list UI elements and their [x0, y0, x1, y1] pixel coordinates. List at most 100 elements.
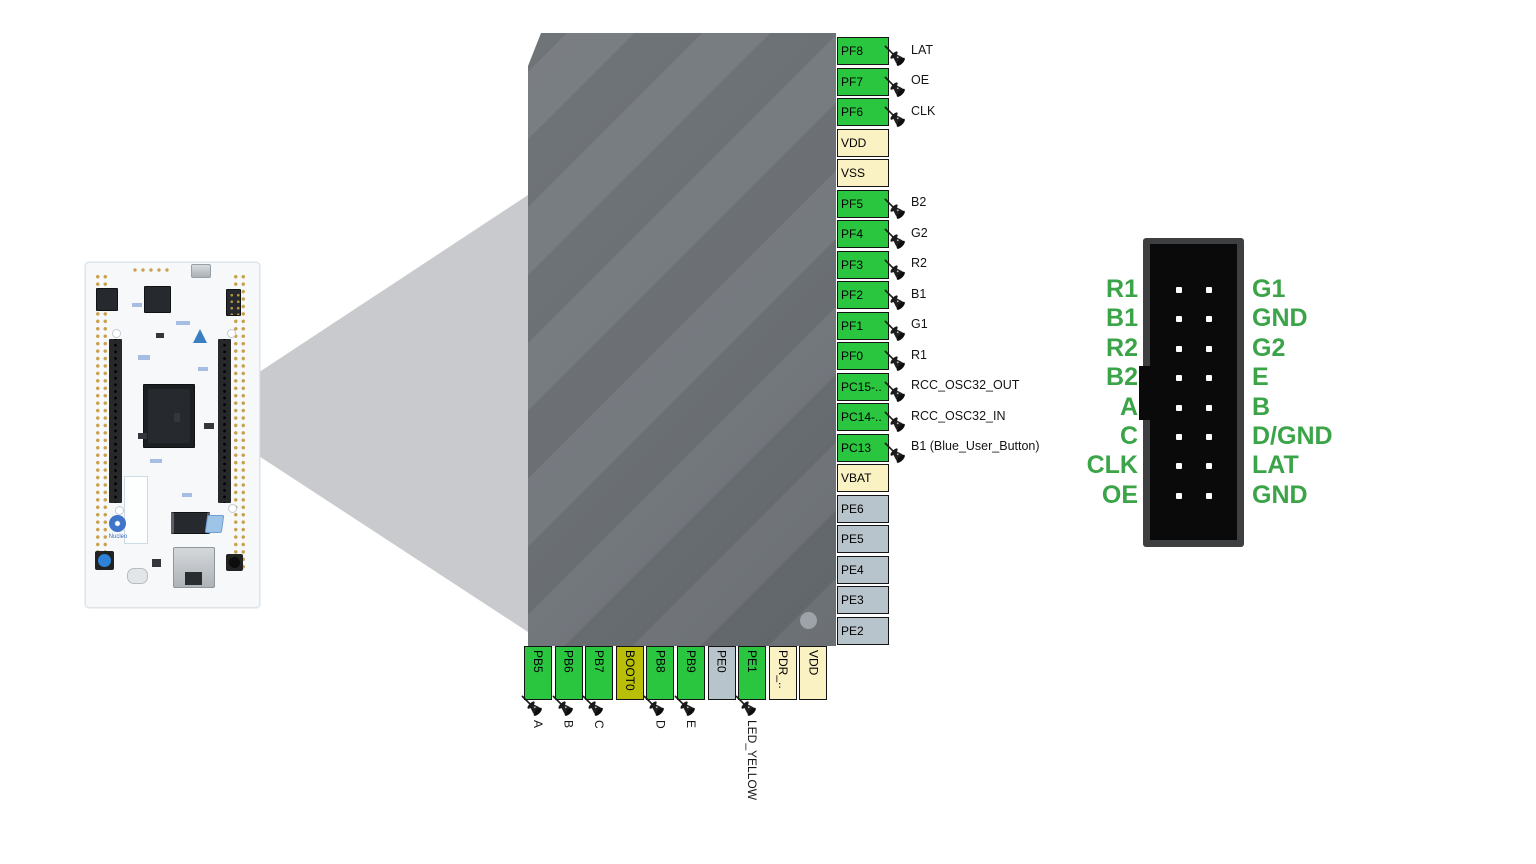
pin-id: PC14-..	[841, 410, 882, 424]
board-stlink-ic	[144, 286, 171, 313]
mcu-pin: PC14-.. RCC_OSC32_IN	[837, 403, 1005, 431]
board-right-socket-header	[218, 339, 231, 503]
pushpin-icon	[884, 320, 906, 342]
board-ethernet-jack	[173, 547, 215, 588]
pin-box: VSS	[837, 159, 889, 187]
pin-id: PE6	[841, 501, 864, 516]
pin-id: PF8	[841, 44, 864, 58]
board-mounting-hole	[115, 506, 124, 515]
board-smd-component	[138, 433, 147, 439]
pin-signal-label: B1	[911, 286, 927, 301]
idc-pin	[1206, 433, 1212, 440]
pin-signal-label: A	[531, 720, 545, 729]
board-reset-button	[226, 554, 243, 571]
pin-box: PF6	[837, 98, 889, 126]
pin-box: PF3	[837, 250, 889, 279]
pin-id: VBAT	[841, 471, 872, 485]
board-user-button	[95, 551, 114, 570]
pin-id: PC15-..	[841, 379, 882, 394]
pushpin-icon	[884, 259, 906, 281]
idc-pin	[1206, 345, 1212, 352]
pin-id: PF7	[841, 74, 864, 89]
pin-id: BOOT0	[622, 650, 637, 691]
pin-signal-label: G1	[911, 317, 928, 332]
pin-id: PE2	[841, 623, 864, 638]
board-ethernet-slot	[185, 572, 202, 585]
board-left-socket-header	[109, 339, 122, 503]
idc-pin	[1176, 433, 1182, 440]
board-right-header-holes	[230, 271, 245, 569]
board-silkscreen-mark	[176, 321, 190, 325]
board-debug-header	[226, 289, 241, 316]
pin-signal-label: RCC_OSC32_IN	[911, 408, 1006, 423]
pushpin-icon	[884, 228, 906, 250]
idc-signal-label: D/GND	[1252, 422, 1333, 451]
pushpin-icon	[521, 695, 543, 717]
board-st-logo	[204, 515, 225, 533]
board-left-header-holes	[92, 271, 107, 569]
pin-box: PF7	[837, 67, 889, 96]
pin-id: PB5	[531, 650, 545, 673]
pushpin-icon	[884, 198, 906, 220]
mcu-pin: PF5 B2	[837, 189, 926, 218]
idc-signal-label: GND	[1252, 304, 1308, 333]
board-silkscreen-mark	[198, 367, 208, 371]
board-mounting-hole	[227, 329, 236, 338]
board-silkscreen-mark	[138, 355, 150, 360]
idc-connector-body	[1150, 244, 1237, 540]
pin-box: PF4	[837, 220, 889, 248]
mcu-pin: VDD	[837, 128, 889, 157]
board-micro-usb-connector	[191, 264, 211, 278]
pin-id: PF2	[841, 288, 864, 302]
mcu-pin: VSS	[837, 159, 889, 187]
pin-signal-label: R1	[911, 347, 927, 362]
pin-id: PB6	[561, 650, 576, 673]
pin-box: PF0	[837, 342, 889, 370]
pin-id: PE4	[841, 562, 864, 577]
pin-box: VDD	[799, 646, 828, 700]
mcu-pin: PB7 C	[585, 646, 614, 729]
pin-id: PE0	[714, 650, 729, 673]
pin-box: PE3	[837, 586, 889, 614]
pushpin-icon	[582, 695, 604, 717]
pushpin-icon	[674, 695, 696, 717]
idc-pin	[1206, 375, 1212, 382]
mcu-pin: PE0	[707, 646, 736, 700]
mcu-package	[528, 33, 836, 646]
idc-signal-label: GND	[1252, 480, 1308, 509]
pushpin-icon	[884, 76, 906, 98]
mcu-pin: PC13 B1 (Blue_User_Button)	[837, 433, 1040, 462]
board-smd-component	[174, 413, 180, 422]
pushpin-icon	[735, 695, 757, 717]
idc-pin	[1176, 492, 1182, 499]
mcu-pin: PF3 R2	[837, 250, 927, 279]
idc-pin	[1176, 404, 1182, 411]
board-silkscreen-mark	[182, 493, 192, 497]
pin-signal-label: B2	[911, 195, 927, 210]
idc-signal-label: A	[1119, 392, 1138, 421]
pin-box: BOOT0	[615, 646, 644, 700]
pin-id: PE3	[841, 593, 864, 607]
pin-signal-label: E	[683, 720, 698, 729]
pin-id: PE5	[841, 532, 864, 546]
pin-signal-label: D	[653, 720, 668, 729]
pin-box: PDR_..	[768, 646, 797, 700]
pin-signal-label: CLK	[911, 103, 936, 118]
mcu-pin: VDD	[799, 646, 828, 700]
idc-connector-key-notch	[1139, 366, 1153, 420]
pushpin-icon	[884, 106, 906, 128]
idc-pin	[1206, 316, 1212, 323]
pushpin-icon	[884, 350, 906, 372]
pin-id: PB8	[653, 650, 668, 673]
idc-pin	[1176, 287, 1182, 293]
pin-box: VBAT	[837, 464, 889, 492]
board-silkscreen-mark	[150, 459, 162, 463]
idc-signal-label: LAT	[1252, 451, 1299, 480]
nucleo-board-photo: Nucleo	[85, 262, 260, 608]
pin-id: VSS	[841, 166, 866, 180]
pin-id: PE1	[745, 650, 760, 673]
mcu-pin: PF4 G2	[837, 220, 928, 248]
pushpin-icon	[552, 695, 574, 717]
